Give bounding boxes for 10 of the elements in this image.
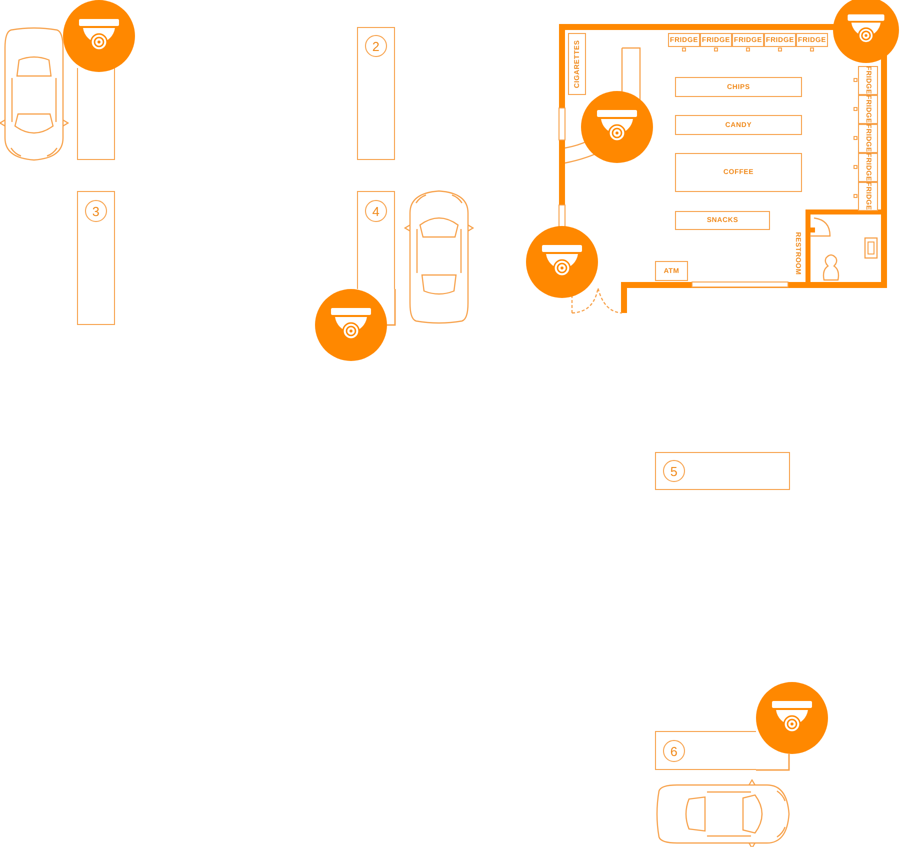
- parking-space: [655, 731, 756, 770]
- space-number: 2: [365, 35, 387, 57]
- parking-space: [655, 452, 790, 490]
- parking-space: [357, 27, 395, 160]
- space-number: 6: [663, 740, 685, 762]
- parking-space: [77, 191, 115, 325]
- space-number: 3: [85, 200, 107, 222]
- space-number: 5: [663, 460, 685, 482]
- parking-space: [357, 191, 395, 289]
- space-number: 4: [365, 200, 387, 222]
